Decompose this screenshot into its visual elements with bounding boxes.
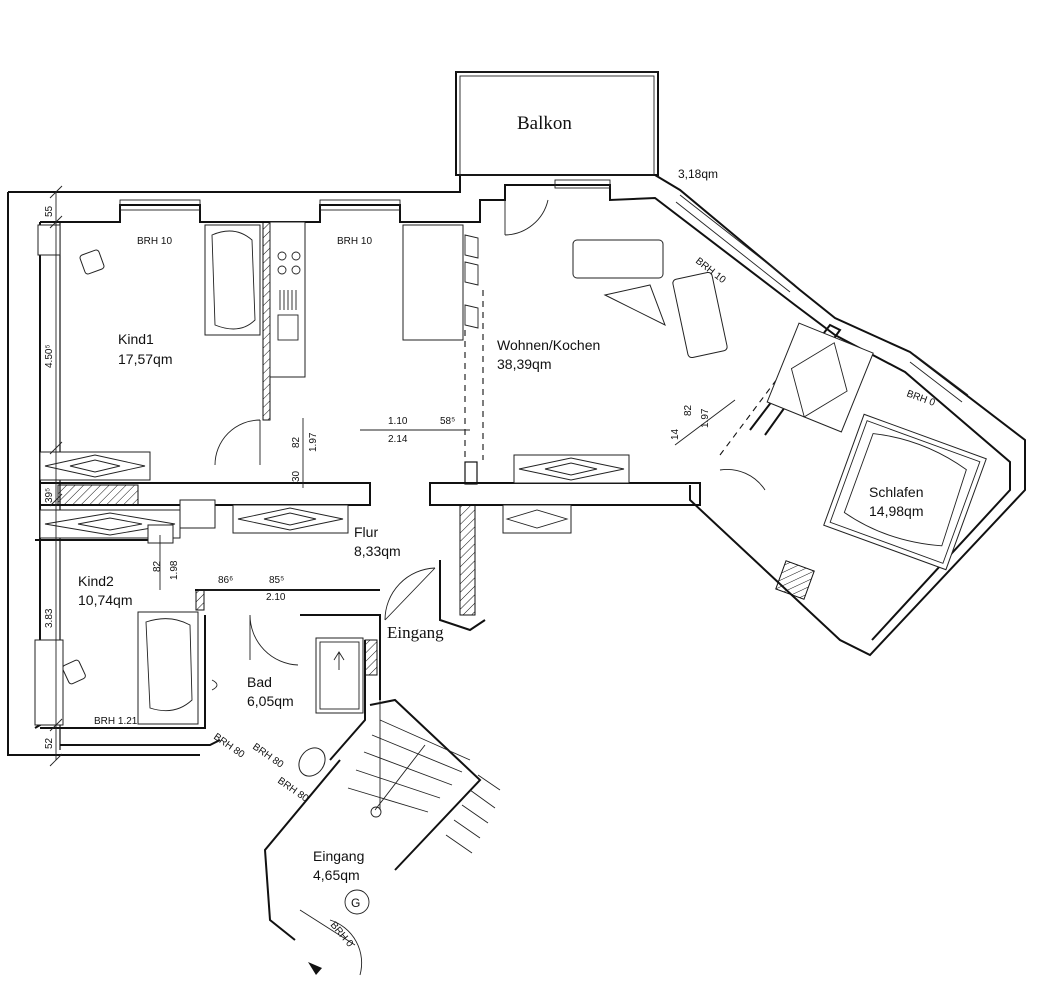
- dashed-openings: [464, 290, 811, 460]
- area-kind2: 10,74qm: [78, 592, 132, 608]
- brh-bad-1: BRH 80: [211, 731, 246, 760]
- brh-bad-2: BRH 80: [250, 741, 285, 770]
- area-balkon: 3,18qm: [678, 167, 718, 181]
- room-name-bad: Bad: [247, 674, 272, 690]
- room-name-schlafen: Schlafen: [869, 484, 923, 500]
- room-name-balkon: Balkon: [517, 113, 572, 134]
- dim-kind2-82: 82: [152, 560, 163, 572]
- dimension-labels: 55 4.50⁵ 39⁵ 3.83 52 1.10 2.14 58⁵ 82 1.…: [44, 205, 711, 749]
- dim-left-450: 4.50⁵: [44, 344, 55, 368]
- dim-kind2-198: 1.98: [169, 560, 180, 580]
- brh-entry: BRH 0: [328, 920, 356, 950]
- area-flur: 8,33qm: [354, 543, 401, 559]
- dim-kind2-210: 2.10: [266, 592, 286, 603]
- dim-kind2-86: 86⁶: [218, 575, 233, 586]
- room-labels: Balkon 3,18qm Kind1 17,57qm Wohnen/Koche…: [78, 113, 923, 910]
- room-name-kind2: Kind2: [78, 573, 114, 589]
- entrance-label: Eingang: [387, 623, 444, 642]
- dim-schlaf-82: 82: [683, 404, 694, 416]
- brh-kind2: BRH 1.21: [94, 716, 138, 727]
- brh-kitchen: BRH 10: [337, 236, 372, 247]
- room-name-flur: Flur: [354, 524, 378, 540]
- g-symbol-label: G: [351, 896, 360, 910]
- dim-flur-214: 2.14: [388, 434, 408, 445]
- dim-door-82: 82: [291, 436, 302, 448]
- brh-kind1: BRH 10: [137, 236, 172, 247]
- dim-schlaf-14: 14: [670, 428, 681, 440]
- dim-flur-58: 58⁵: [440, 416, 455, 427]
- area-wohnen: 38,39qm: [497, 356, 551, 372]
- brh-bad-3: BRH 80: [275, 775, 310, 804]
- dim-door-197: 1.97: [308, 432, 319, 452]
- area-bad: 6,05qm: [247, 693, 294, 709]
- area-eingang: 4,65qm: [313, 867, 360, 883]
- dim-kind2-85: 85⁵: [269, 575, 284, 586]
- room-name-kind1: Kind1: [118, 331, 154, 347]
- area-kind1: 17,57qm: [118, 351, 172, 367]
- dim-left-39: 39⁵: [44, 488, 55, 503]
- dim-left-52: 52: [44, 737, 55, 749]
- dim-door-30: 30: [291, 470, 302, 482]
- doors: [214, 199, 766, 976]
- furniture: [34, 179, 987, 975]
- dim-left-383: 3.83: [44, 608, 55, 628]
- dim-schlaf-197: 1.97: [700, 408, 711, 428]
- room-name-eingang: Eingang: [313, 848, 364, 864]
- dim-flur-110: 1.10: [388, 416, 408, 427]
- area-schlafen: 14,98qm: [869, 503, 923, 519]
- dim-left-55: 55: [44, 205, 55, 217]
- brh-schlafen: BRH 0: [905, 388, 937, 409]
- dimension-lines: [49, 185, 736, 767]
- room-name-wohnen: Wohnen/Kochen: [497, 337, 600, 353]
- balcony: [455, 71, 659, 176]
- staircase: [263, 698, 501, 941]
